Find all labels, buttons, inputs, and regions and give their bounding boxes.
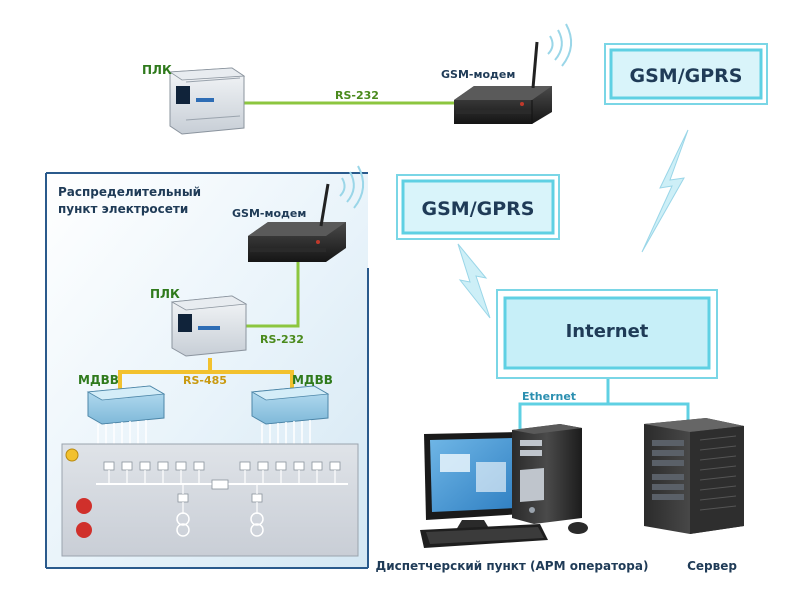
switchboard-icon bbox=[61, 443, 359, 557]
rs232-sub-label: RS-232 bbox=[260, 333, 304, 346]
server-label: Сервер bbox=[687, 559, 737, 573]
substation-title-line1: Распределительный bbox=[58, 185, 201, 199]
mdvv-left-label: МДВВ bbox=[78, 373, 119, 387]
ethernet-label: Ethernet bbox=[522, 390, 576, 403]
gsm-gprs-cloud-right bbox=[604, 43, 768, 105]
cable-rs485 bbox=[118, 358, 294, 393]
io-module-icon bbox=[86, 385, 166, 444]
internet-label: Internet bbox=[566, 321, 649, 342]
operator-station-label: Диспетчерский пункт (АРМ оператора) bbox=[376, 559, 649, 573]
antenna-icon bbox=[531, 23, 573, 89]
plc-sub-label: ПЛК bbox=[150, 287, 180, 301]
plc-top-label: ПЛК bbox=[142, 63, 172, 77]
computer-monitor-icon bbox=[424, 432, 522, 530]
cable-rs232-sub bbox=[240, 258, 300, 328]
gsm-modem-icon bbox=[248, 222, 346, 262]
gsm-gprs-cloud-center bbox=[396, 174, 560, 240]
pc-tower-icon bbox=[512, 424, 582, 524]
rs232-top-label: RS-232 bbox=[335, 89, 379, 102]
antenna-icon bbox=[319, 165, 365, 227]
lightning-icon bbox=[641, 129, 689, 253]
rs485-label: RS-485 bbox=[183, 374, 227, 387]
gsm-modem-icon bbox=[454, 86, 552, 124]
keyboard-icon bbox=[420, 524, 548, 548]
internet-cloud bbox=[496, 289, 718, 379]
io-module-icon bbox=[250, 385, 330, 444]
gsm-gprs-right-label: GSM/GPRS bbox=[630, 65, 743, 87]
gsm-modem-sub-label: GSM-модем bbox=[232, 207, 306, 220]
plc-device-icon bbox=[170, 295, 248, 357]
mdvv-right-label: МДВВ bbox=[292, 373, 333, 387]
mouse-icon bbox=[568, 522, 588, 534]
lightning-icon bbox=[457, 243, 491, 319]
gsm-gprs-center-label: GSM/GPRS bbox=[422, 198, 535, 220]
plc-device-icon bbox=[168, 67, 246, 135]
gsm-modem-top-label: GSM-модем bbox=[441, 68, 515, 81]
server-rack-icon bbox=[644, 418, 744, 534]
substation-title-line2: пункт электросети bbox=[58, 202, 188, 216]
